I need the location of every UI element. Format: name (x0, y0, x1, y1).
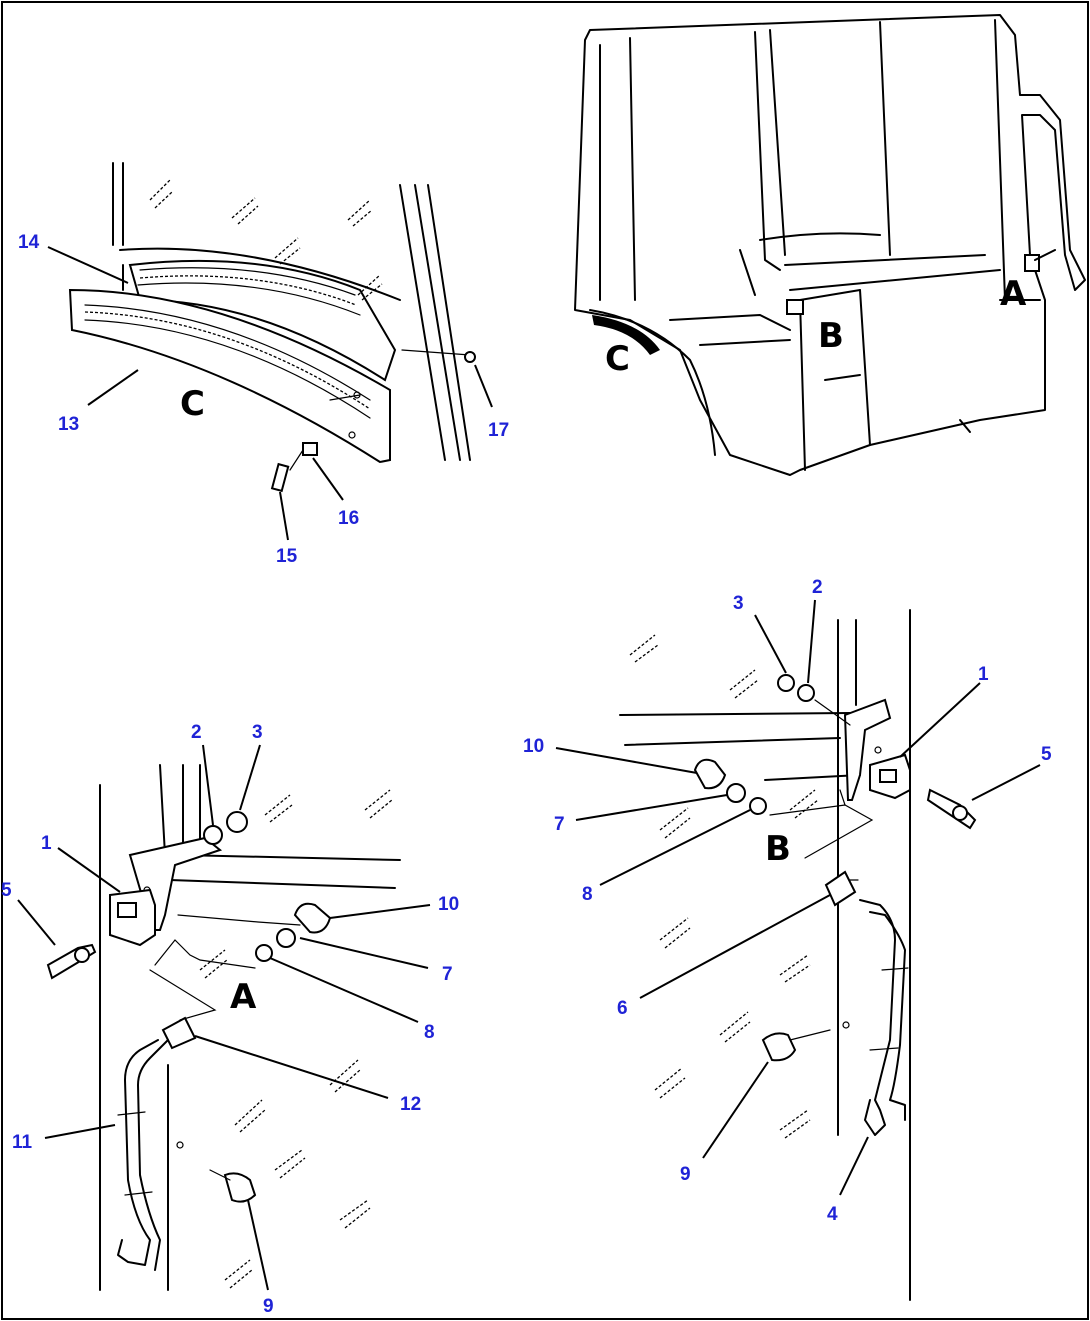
callout-b-7: 7 (554, 814, 565, 835)
callout-b-6: 6 (617, 998, 628, 1019)
callout-a-3: 3 (252, 722, 263, 743)
callout-17: 17 (488, 420, 509, 441)
callout-b-2: 2 (812, 577, 823, 598)
detail-b: B 3 2 1 5 10 7 8 6 9 4 (523, 577, 1052, 1301)
callout-16: 16 (338, 508, 359, 529)
callout-a-8: 8 (424, 1022, 435, 1043)
leader-17 (474, 364, 493, 408)
leader-a-7 (299, 937, 429, 969)
detail-a-label: A (230, 977, 257, 1017)
leader-b-4 (839, 1136, 869, 1196)
callout-a-12: 12 (400, 1094, 421, 1115)
detail-b-label: B (765, 829, 791, 869)
leader-b-9 (702, 1061, 769, 1159)
callout-b-8: 8 (582, 884, 593, 905)
cab-label-c: C (605, 339, 630, 379)
leader-a-5 (17, 899, 56, 946)
leader-b-2 (807, 599, 816, 684)
leader-16 (312, 457, 344, 501)
leader-a-12 (194, 1035, 389, 1099)
leader-15 (279, 491, 289, 541)
leader-13 (87, 369, 139, 406)
callout-15: 15 (276, 546, 298, 567)
leader-a-9 (247, 1199, 269, 1291)
leader-b-1 (899, 682, 981, 758)
callout-b-4: 4 (827, 1204, 838, 1225)
callout-a-2: 2 (191, 722, 202, 743)
callout-b-9: 9 (680, 1164, 691, 1185)
leader-b-7 (575, 794, 728, 821)
cab-label-a: A (1000, 274, 1027, 314)
leader-a-3 (239, 744, 261, 811)
cab-label-b: B (818, 316, 844, 356)
leader-b-8 (599, 809, 751, 886)
leader-a-2 (202, 744, 214, 826)
callout-a-5: 5 (1, 880, 12, 901)
callout-b-3: 3 (733, 593, 744, 614)
callout-a-7: 7 (442, 964, 453, 985)
leader-a-8 (269, 957, 419, 1023)
callout-13: 13 (58, 414, 79, 435)
leader-a-11 (44, 1124, 116, 1139)
callout-b-1: 1 (978, 664, 989, 685)
callout-a-9: 9 (263, 1296, 274, 1317)
leader-b-6 (639, 894, 831, 999)
callout-b-10: 10 (523, 736, 544, 757)
leader-b-10 (555, 747, 698, 774)
callout-a-1: 1 (41, 833, 52, 854)
leader-a-1 (57, 847, 121, 893)
detail-a: A 2 3 1 5 10 7 8 12 11 9 (1, 722, 459, 1317)
detail-c: C 14 13 17 16 15 (18, 162, 509, 567)
cab-overview: A B C (574, 14, 1086, 476)
leader-b-5 (971, 764, 1041, 801)
leader-14 (47, 246, 129, 284)
callout-b-5: 5 (1041, 744, 1052, 765)
leader-b-3 (754, 614, 787, 674)
leader-a-10 (329, 904, 431, 919)
callout-a-11: 11 (12, 1132, 33, 1153)
callout-14: 14 (18, 232, 40, 253)
detail-c-label: C (180, 384, 205, 424)
callout-a-10: 10 (438, 894, 459, 915)
